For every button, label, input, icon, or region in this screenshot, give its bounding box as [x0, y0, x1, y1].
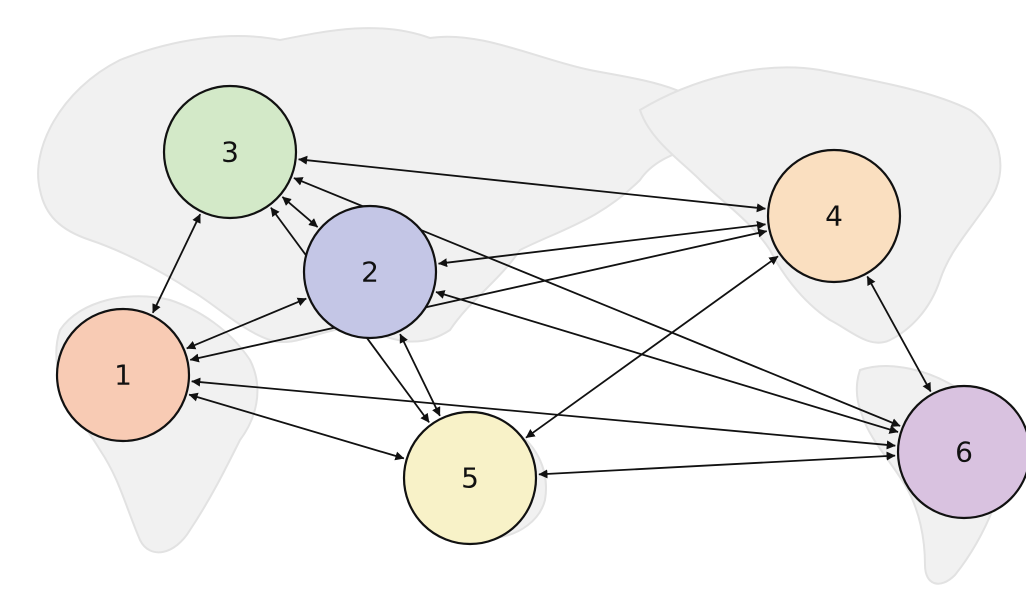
node-circle-6: [896, 384, 1026, 520]
node-1: 1: [55, 307, 191, 443]
node-circle-5: [402, 410, 538, 546]
node-circle-4: [766, 148, 902, 284]
edge-1-6: [191, 377, 896, 450]
edge-2-4: [438, 220, 766, 268]
node-2: 2: [302, 204, 438, 340]
node-circle-2: [302, 204, 438, 340]
node-label-4: 4: [825, 200, 843, 233]
edge-5-6: [538, 451, 896, 479]
nodes: 1 2 3 4 5 6: [55, 84, 1026, 546]
node-circle-3: [162, 84, 298, 220]
edges: [151, 155, 932, 479]
node-label-6: 6: [955, 436, 973, 469]
node-label-5: 5: [461, 462, 479, 495]
edge-2-5: [399, 333, 441, 417]
node-3: 3: [162, 84, 298, 220]
node-6: 6: [896, 384, 1026, 520]
node-circle-1: [55, 307, 191, 443]
node-5: 5: [402, 410, 538, 546]
edge-4-5: [525, 255, 779, 439]
node-label-3: 3: [221, 136, 239, 169]
node-4: 4: [766, 148, 902, 284]
edge-4-6: [866, 275, 932, 393]
node-label-1: 1: [114, 359, 132, 392]
node-label-2: 2: [361, 256, 379, 289]
